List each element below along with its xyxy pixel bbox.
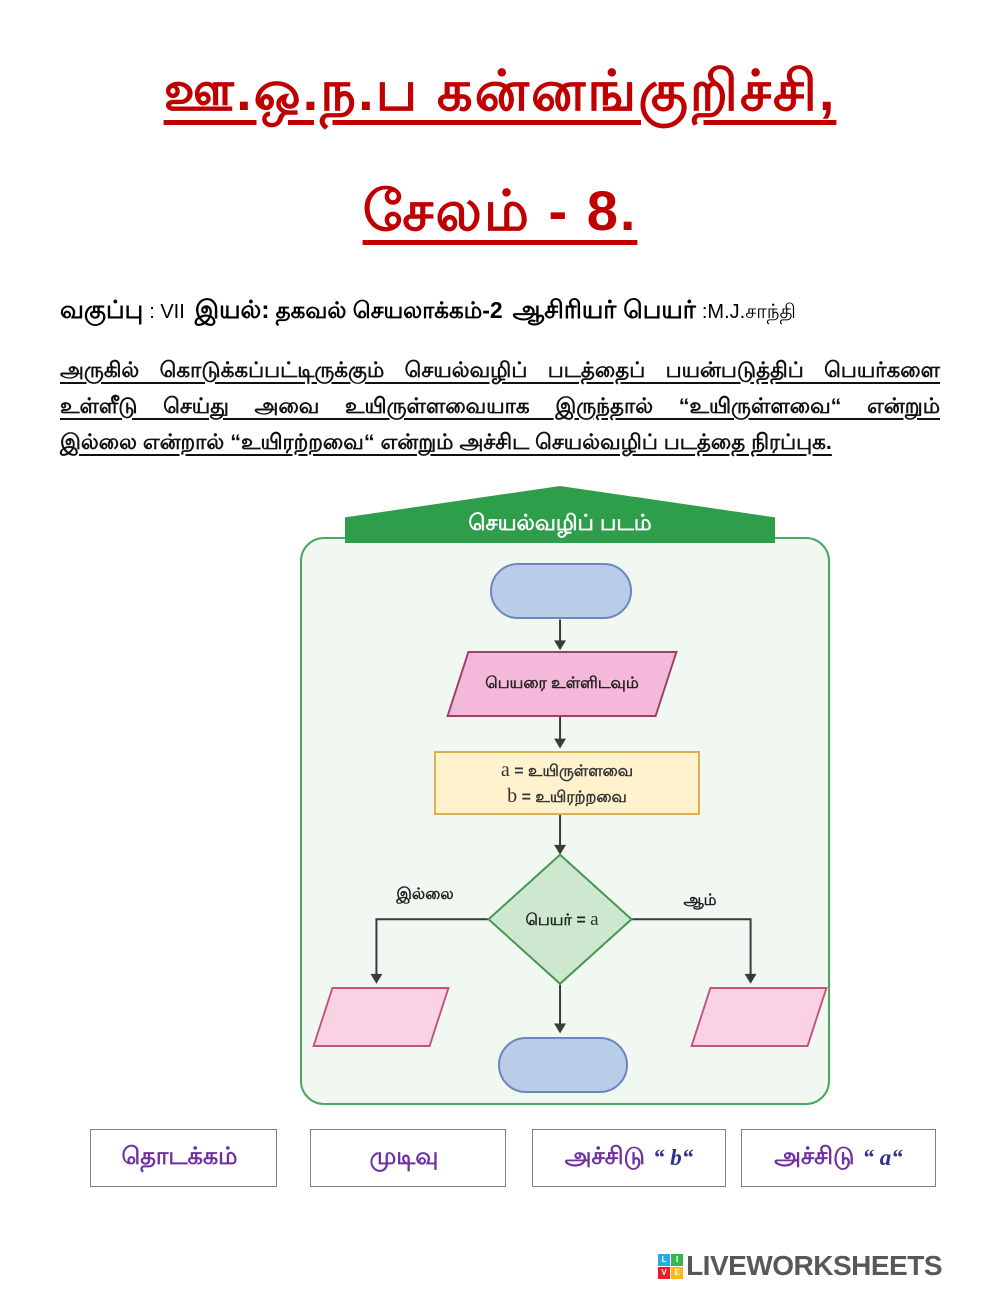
answer-chip-print-b[interactable]: அச்சிடு “ b“ — [532, 1129, 726, 1187]
decision-var: a — [590, 909, 599, 930]
decision-label: பெயர் = a — [492, 909, 632, 931]
branch-line-no — [375, 918, 489, 975]
class-value: : VII — [149, 301, 185, 323]
class-info-line: வகுப்பு: VII இயல்:தகவல் செயலாக்கம்-2 ஆசிரி… — [60, 296, 960, 328]
answer-chip-text: அச்சிடு — [774, 1143, 855, 1170]
subject-label: இயல்: — [194, 296, 270, 324]
answer-chip-var: “ b“ — [652, 1145, 694, 1170]
decision-prefix: பெயர் = — [525, 912, 591, 929]
answer-chip-var: “ a“ — [862, 1145, 903, 1170]
instructions-paragraph: அருகில் கொடுக்கப்பட்டிருக்கும் செயல்வழிப… — [60, 352, 940, 460]
input-step-label: பெயரை உள்ளிடவும் — [485, 675, 639, 692]
school-title-line2: சேலம் - 8. — [362, 179, 638, 242]
print-output-right-dropzone[interactable] — [690, 987, 828, 1047]
flowchart-banner-title: செயல்வழிப் படம் — [468, 510, 652, 535]
flowchart-connectors — [370, 619, 757, 1034]
arrowhead-icon — [554, 1023, 566, 1034]
answer-chip-text: தொடக்கம் — [121, 1143, 238, 1170]
instructions-line2: உள்ளீடு செய்து அவை உயிருள்ளவையாக இருந்தா… — [60, 394, 940, 418]
flowchart-canvas: பெயரை உள்ளிடவும் a = உயிருள்ளவை b = உயிர… — [300, 537, 830, 1105]
arrowhead-icon — [370, 973, 383, 984]
answer-chip-end[interactable]: முடிவு — [310, 1129, 506, 1187]
assign-line1: a = உயிருள்ளவை — [501, 759, 633, 782]
assign-var-a: a — [500, 758, 510, 781]
liveworksheets-logo: L I V E LIVEWORKSHEETS — [658, 1250, 942, 1282]
teacher-label: ஆசிரியர் பெயர் — [512, 296, 696, 324]
subject-value: தகவல் செயலாக்கம்-2 — [275, 297, 503, 323]
output-parallelogram-shape — [690, 987, 828, 1047]
assign-text-b: = உயிரற்றவை — [521, 788, 627, 806]
assign-line2: b = உயிரற்றவை — [507, 785, 627, 808]
assign-text-a: = உயிருள்ளவை — [514, 762, 634, 780]
assign-box: a = உயிருள்ளவை b = உயிரற்றவை — [434, 751, 700, 815]
arrowhead-icon — [554, 640, 566, 651]
teacher-value: :M.J.சாந்தி — [701, 301, 796, 323]
school-title-line1: ஊ.ஒ.ந.ப கன்னங்குறிச்சி, — [163, 59, 837, 122]
arrowhead-icon — [554, 738, 566, 749]
liveworksheets-wordmark: LIVEWORKSHEETS — [686, 1250, 942, 1281]
branch-line-yes — [631, 918, 752, 975]
instructions-line3: இல்லை என்றால் “உயிரற்றவை“ என்றும் அச்சிட… — [60, 430, 832, 454]
no-branch-label: இல்லை — [396, 886, 454, 903]
logo-square-e: E — [671, 1266, 684, 1279]
liveworksheets-icon: L I V E — [658, 1253, 684, 1279]
output-parallelogram-shape — [312, 987, 450, 1047]
assign-var-b: b — [507, 784, 518, 807]
arrowhead-icon — [554, 844, 566, 855]
start-terminator-dropzone[interactable] — [490, 563, 632, 619]
answer-chip-text: முடிவு — [369, 1143, 439, 1170]
arrowhead-icon — [744, 973, 757, 984]
input-step: பெயரை உள்ளிடவும் — [446, 651, 678, 717]
end-terminator-dropzone[interactable] — [498, 1037, 628, 1093]
logo-square-l: L — [658, 1253, 671, 1266]
yes-branch-label: ஆம் — [683, 892, 717, 909]
decision-diamond — [487, 853, 633, 986]
answer-chip-print-a[interactable]: அச்சிடு “ a“ — [741, 1129, 936, 1187]
logo-square-i: I — [671, 1253, 684, 1266]
flowchart-banner: செயல்வழிப் படம் — [345, 486, 775, 543]
answer-chip-start[interactable]: தொடக்கம் — [90, 1129, 277, 1187]
answer-chip-text: அச்சிடு — [564, 1143, 645, 1170]
print-output-left-dropzone[interactable] — [312, 987, 450, 1047]
class-label: வகுப்பு — [60, 296, 144, 324]
instructions-line1: அருகில் கொடுக்கப்பட்டிருக்கும் செயல்வழிப… — [60, 358, 940, 382]
logo-square-v: V — [658, 1266, 671, 1279]
